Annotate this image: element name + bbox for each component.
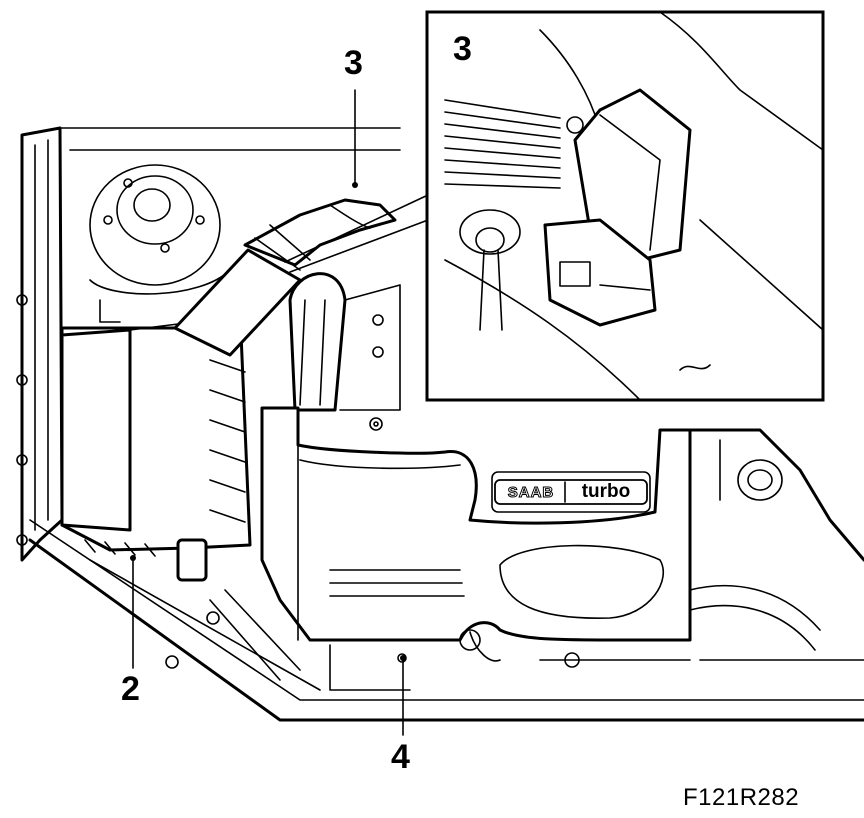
right-side-components — [539, 428, 864, 661]
callout-2: 2 — [121, 670, 140, 708]
saab-turbo-badge — [494, 479, 648, 505]
intake-tube — [288, 272, 401, 412]
intake-hose — [173, 198, 397, 357]
leader-lines — [130, 89, 406, 736]
detail-inset — [284, 10, 825, 402]
air-filter-box — [60, 299, 252, 582]
badge-brand: SAAB — [507, 483, 555, 501]
callout-3-main: 3 — [344, 44, 363, 82]
lower-engine-hardware — [165, 589, 580, 691]
figure-reference: F121R282 — [683, 784, 800, 811]
lower-chassis-rail — [28, 519, 864, 722]
callout-3-inset: 3 — [453, 30, 472, 68]
engine-cover — [260, 406, 692, 642]
badge-model: turbo — [581, 481, 631, 502]
callout-4: 4 — [391, 738, 410, 776]
strut-tower — [89, 164, 231, 295]
fender-rail — [16, 126, 401, 562]
